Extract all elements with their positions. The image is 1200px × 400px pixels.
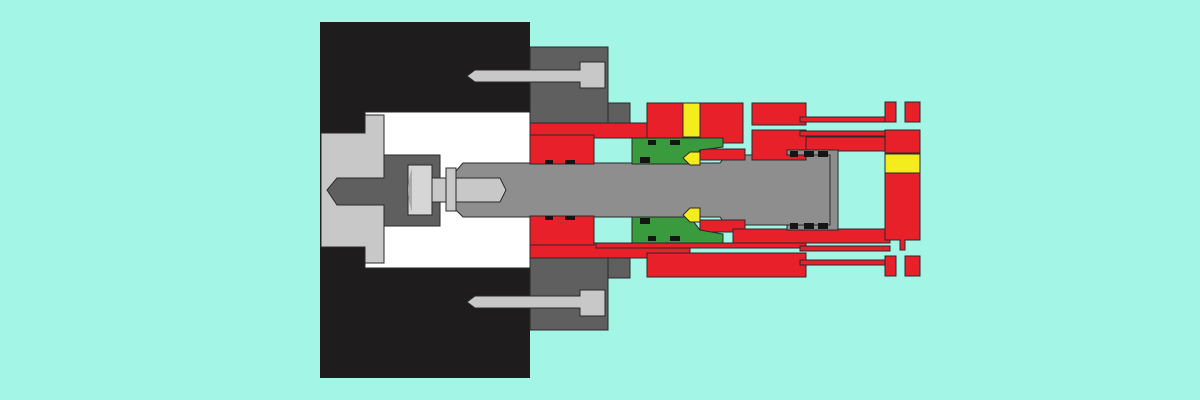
gland-lower	[646, 252, 807, 278]
o-ring	[648, 140, 656, 145]
o-ring	[545, 160, 553, 164]
bolt-head-dome	[408, 168, 412, 212]
screw-upper	[466, 61, 606, 89]
o-ring	[640, 157, 650, 163]
end-cap-upper	[884, 129, 921, 154]
piston-seal	[790, 223, 798, 229]
o-ring	[648, 236, 656, 241]
yellow-key-upper	[682, 102, 701, 138]
o-ring	[565, 216, 575, 220]
piston-seal	[818, 223, 828, 229]
shaft-tip	[455, 177, 507, 203]
gland-upper-right	[699, 102, 744, 144]
yellow-end-key	[884, 153, 921, 174]
bolt-neck	[431, 177, 447, 203]
tie-rod-2	[799, 130, 891, 137]
tie-rod-4	[799, 259, 891, 266]
yellow-wedge-lower	[682, 207, 701, 223]
piston-seal	[804, 223, 814, 229]
body-upper	[529, 134, 595, 165]
end-cap-bottom-right	[904, 255, 921, 277]
screw-lower	[466, 289, 606, 317]
red-sleeve-upper	[699, 148, 746, 161]
body-lower	[529, 215, 595, 246]
o-ring	[670, 140, 680, 145]
nut-lower	[607, 257, 631, 279]
end-cap-bottom-left	[884, 255, 897, 277]
end-cap-lower	[884, 172, 921, 251]
gland-upper-left	[646, 102, 684, 139]
o-ring	[545, 216, 553, 220]
end-cap-top-right	[904, 101, 921, 123]
tie-rod-1	[799, 116, 891, 123]
main-shaft	[455, 154, 839, 226]
cylinder-wall-lower	[732, 228, 891, 244]
o-ring	[640, 218, 650, 224]
cylinder-wall-upper	[805, 136, 891, 152]
plate-lower	[529, 257, 609, 331]
nut-upper	[607, 102, 631, 124]
o-ring	[670, 236, 680, 241]
piston	[786, 149, 839, 231]
o-ring	[565, 160, 575, 164]
piston-seal	[790, 151, 798, 157]
tie-rod-3	[799, 245, 891, 252]
yellow-wedge-upper	[682, 151, 701, 166]
piston-seal	[818, 151, 828, 157]
cylinder-cap-upper	[751, 102, 807, 126]
piston-seal	[804, 151, 814, 157]
end-cap-top-left	[884, 101, 897, 123]
thin-sleeve-lower	[595, 242, 807, 249]
bolt-washer	[445, 167, 457, 212]
